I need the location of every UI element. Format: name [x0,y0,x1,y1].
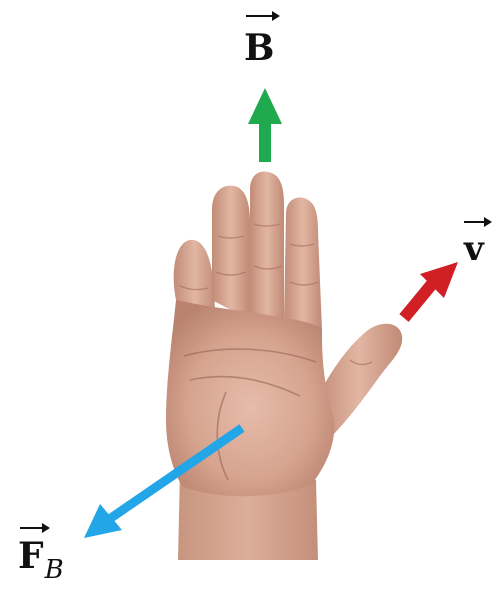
velocity-label: v [464,232,484,266]
velocity-arrow [399,262,458,322]
magnetic-field-arrow-shaft [259,120,271,162]
middle-finger [250,171,284,322]
v-overarrow-head [484,217,492,227]
magnetic-force-symbol: F [18,535,44,577]
magnetic-force-label: FB [18,535,64,583]
ring-finger [212,185,250,320]
f-overarrow-head [42,523,50,533]
magnetic-force-arrow-head [84,504,122,538]
velocity-arrow-shaft [399,280,437,322]
b-overarrow-head [272,11,280,21]
magnetic-force-arrow [84,424,245,538]
velocity-symbol: v [464,229,484,269]
palm-lines [183,348,317,481]
magnetic-force-subscript: B [44,555,64,585]
magnetic-field-label: B [244,30,274,66]
magnetic-force-arrow-shaft [105,424,245,524]
thumb [316,323,403,438]
velocity-arrow-head [420,262,458,298]
magnetic-field-arrow [248,88,282,162]
magnetic-field-symbol: B [244,27,275,69]
vector-overarrows [20,11,492,533]
finger-creases [179,223,373,366]
magnetic-field-arrow-head [248,88,282,124]
index-finger [284,197,322,330]
